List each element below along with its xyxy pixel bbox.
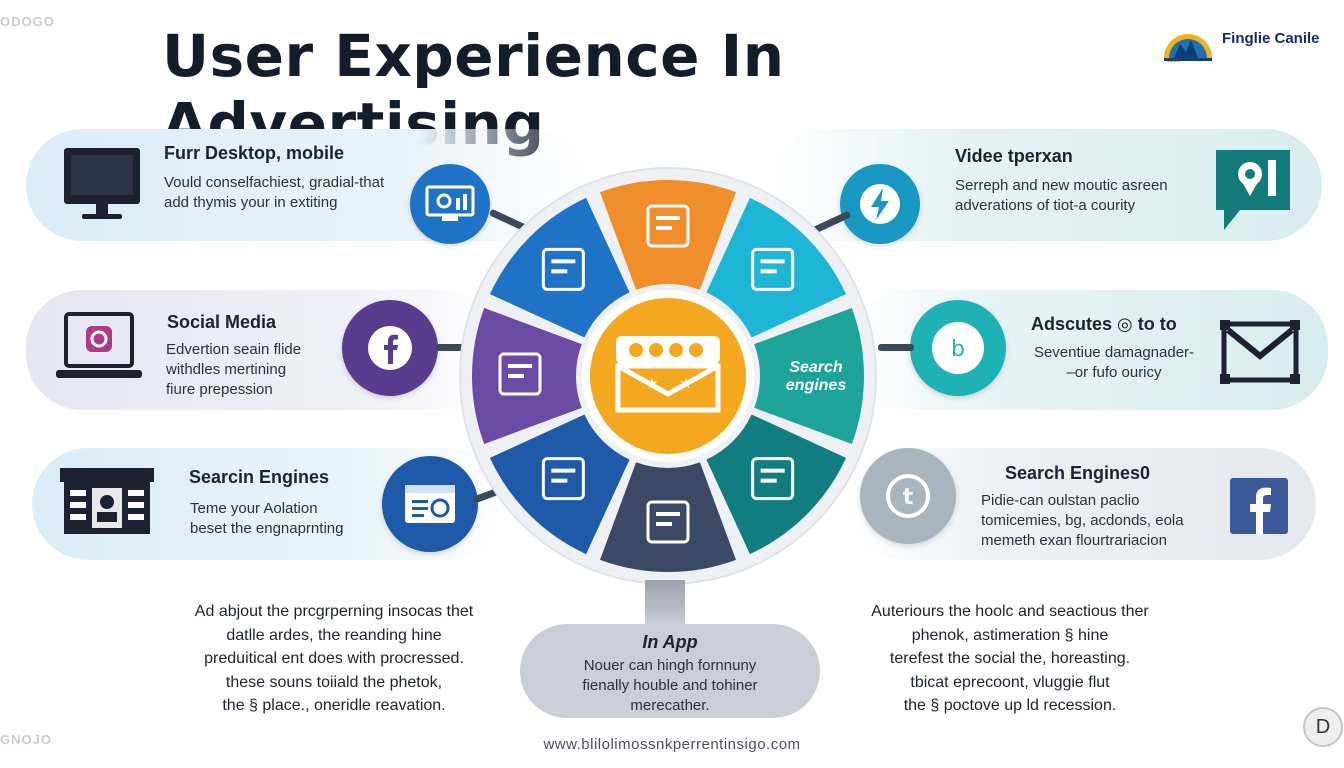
brand-emblem-icon bbox=[1164, 34, 1212, 61]
in-app-stem bbox=[645, 580, 685, 626]
card-body-search-right: Pidie-can oulstan paclio tomicemies, bg,… bbox=[981, 492, 1184, 549]
card-body-social: Edvertion seain flide withdles mertining… bbox=[166, 341, 302, 398]
card-body-video: Serreph and new moutic asreen adveration… bbox=[955, 177, 1168, 214]
card-title-social: Social Media bbox=[167, 312, 277, 332]
facebook-square-icon bbox=[1230, 478, 1288, 534]
card-body-adscutes: Seventiue damagnader- –or fufo ouricy bbox=[1033, 344, 1195, 381]
card-body-desktop: Vould conselfachiest, gradial-that add t… bbox=[164, 174, 385, 211]
caption-left: Ad abjout the prcgrperning insocas thet … bbox=[194, 603, 474, 714]
brand-subtext: Canile bbox=[1166, 58, 1181, 64]
facebook-badge bbox=[342, 300, 438, 396]
wheel-segment bbox=[754, 308, 864, 444]
connector-line bbox=[436, 344, 482, 351]
wheel-segment bbox=[706, 414, 847, 555]
dashboard-icon bbox=[425, 185, 475, 221]
wheel-segment bbox=[472, 308, 582, 444]
wheel-segment bbox=[706, 197, 847, 338]
brand-logo: Finglie Canile Canile bbox=[1160, 18, 1336, 68]
wheel-segment bbox=[600, 462, 736, 572]
lightning-badge bbox=[840, 164, 920, 244]
wheel-segment bbox=[489, 197, 630, 338]
smartphone-icon bbox=[646, 500, 690, 544]
in-app-title: In App bbox=[642, 632, 698, 652]
svg-text:b: b bbox=[951, 337, 965, 362]
card-title-desktop: Furr Desktop, mobile bbox=[164, 143, 345, 163]
bing-badge: b bbox=[910, 300, 1006, 396]
card-body-search-left: Teme your Aolation beset the engnaprntin… bbox=[190, 500, 344, 537]
caption-right: Auteriours the hoolc and seactious ther … bbox=[871, 603, 1149, 714]
svg-text:★: ★ bbox=[680, 376, 693, 392]
bing-icon: b bbox=[932, 322, 984, 374]
connector-line bbox=[878, 344, 914, 351]
email-ad-icon: ★ ★ bbox=[615, 336, 721, 413]
brand-name: Finglie Canile bbox=[1222, 30, 1320, 47]
storefront-icon bbox=[60, 468, 154, 534]
browser-window-icon bbox=[405, 485, 455, 523]
lightning-icon bbox=[860, 184, 900, 224]
corner-badge: D bbox=[1303, 707, 1343, 747]
chart-cursor-icon bbox=[751, 247, 795, 291]
website-url: www.blilolimossnkperrentinsigo.com bbox=[543, 736, 801, 753]
watermark-top: ODOGO bbox=[0, 14, 55, 29]
tablet-analytics-icon bbox=[751, 457, 795, 501]
megaphone-icon bbox=[498, 352, 542, 396]
wheel-segment bbox=[489, 414, 630, 555]
card-title-search-left: Searcin Engines bbox=[189, 467, 330, 487]
laptop-instagram-icon bbox=[56, 312, 142, 378]
in-app-body: Nouer can hingh fornnuny fienally houble… bbox=[582, 657, 758, 714]
card-title-adscutes: Adscutes ◎ to to bbox=[1031, 314, 1177, 334]
svg-text:t: t bbox=[903, 485, 914, 510]
calendar-grid-icon bbox=[541, 247, 585, 291]
desktop-monitor-icon bbox=[64, 148, 140, 219]
wheel-segment bbox=[600, 180, 736, 290]
card-title-video: Videe tperxan bbox=[955, 146, 1073, 166]
watermark-bottom: GNOJO bbox=[0, 732, 52, 747]
tumblr-icon: t bbox=[886, 474, 930, 518]
gmail-icon bbox=[1220, 320, 1300, 384]
monitor-icon bbox=[541, 457, 585, 501]
tumblr-badge: t bbox=[860, 448, 956, 544]
dashboard-badge bbox=[410, 164, 490, 244]
browser-badge bbox=[382, 456, 478, 552]
svg-text:★: ★ bbox=[646, 376, 659, 392]
card-title-search-right: Search Engines0 bbox=[1005, 463, 1151, 483]
mobile-ad-icon bbox=[646, 204, 690, 248]
chat-location-icon bbox=[1216, 150, 1290, 230]
center-disc bbox=[590, 298, 746, 454]
facebook-icon bbox=[368, 326, 412, 370]
in-app-card: In App Nouer can hingh fornnuny fienally… bbox=[520, 624, 820, 718]
